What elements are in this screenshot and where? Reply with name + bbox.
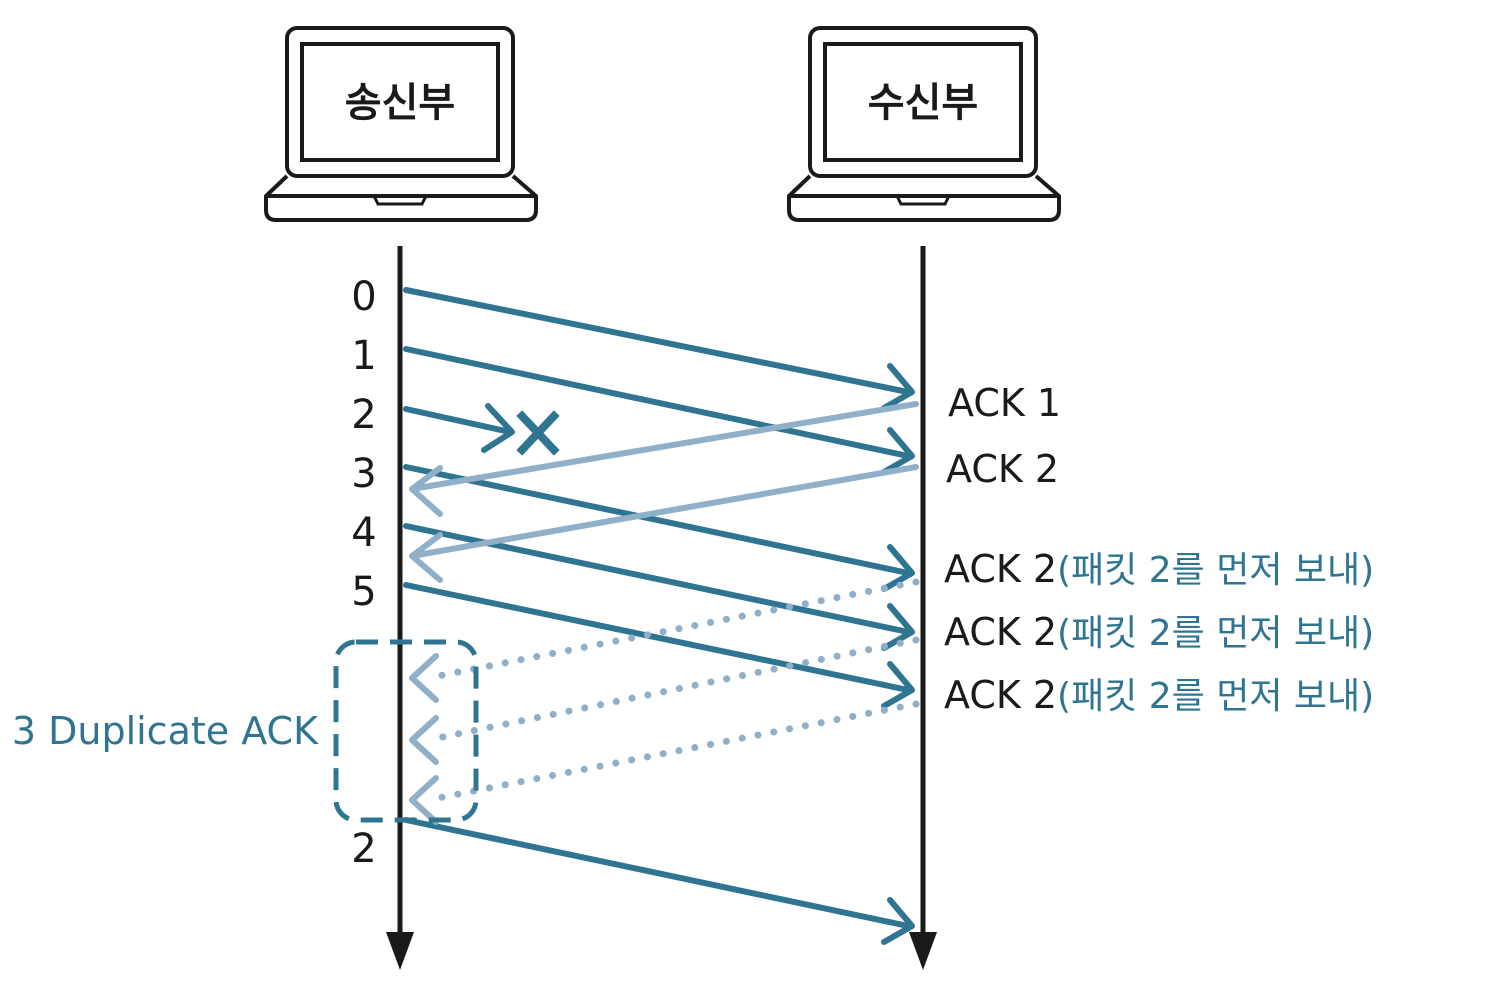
packet-arrow — [403, 582, 915, 709]
ack-label: ACK 2 — [944, 610, 1057, 654]
ack-note: (패킷 2를 먼저 보내) — [1057, 676, 1374, 717]
packet-arrow — [403, 464, 915, 592]
duplicate-ack-text: ACK 2(패킷 2를 먼저 보내) — [944, 673, 1374, 717]
seq-number: 0 — [351, 274, 376, 320]
duplicate-ack-text: ACK 2(패킷 2를 먼저 보내) — [944, 547, 1374, 591]
duplicate-ack-arrow — [409, 578, 920, 703]
duplicate-ack-text: ACK 2(패킷 2를 먼저 보내) — [944, 610, 1374, 654]
ack-note: (패킷 2를 먼저 보내) — [1057, 613, 1374, 654]
seq-number: 3 — [351, 451, 376, 497]
seq-number: 5 — [351, 569, 376, 615]
duplicate-ack-highlight-box — [333, 639, 479, 823]
ack-label: ACK 2 — [944, 547, 1057, 591]
retransmit-packet-arrow — [403, 817, 915, 945]
ack-arrow — [409, 464, 919, 583]
seq-number: 4 — [351, 510, 376, 556]
packet-arrow — [403, 346, 915, 475]
duplicate-ack-label: 3 Duplicate ACK — [12, 709, 319, 753]
receiver-laptop-icon — [787, 26, 1061, 222]
receiver-label: 수신부 — [868, 80, 978, 126]
ack-note: (패킷 2를 먼저 보내) — [1057, 550, 1374, 591]
ack-label: ACK 1 — [948, 381, 1061, 425]
packet-lost-x-icon — [516, 410, 560, 456]
sender-laptop-icon — [264, 26, 538, 222]
lost-packet-arrow — [403, 403, 515, 453]
sender-label: 송신부 — [345, 80, 455, 126]
duplicate-ack-arrow — [409, 700, 920, 825]
duplicate-ack-arrow — [409, 636, 920, 765]
ack-arrow — [409, 401, 919, 517]
ack-label: ACK 2 — [944, 673, 1057, 717]
retransmit-seq-number: 2 — [351, 826, 376, 872]
ack-label: ACK 2 — [946, 447, 1059, 491]
seq-number: 2 — [351, 392, 376, 438]
receiver-timeline — [909, 246, 937, 970]
seq-number: 1 — [351, 333, 376, 379]
packet-arrow — [403, 287, 915, 411]
sender-timeline — [386, 246, 414, 970]
